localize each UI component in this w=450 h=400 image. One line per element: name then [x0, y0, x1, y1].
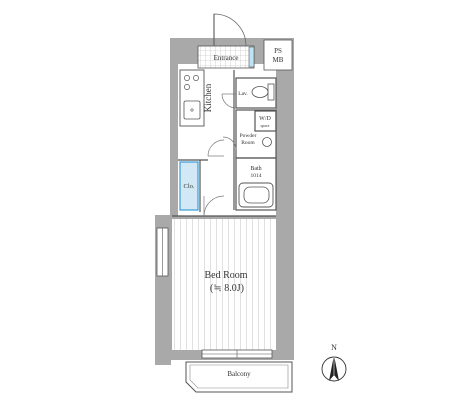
- entrance-area: [197, 13, 255, 69]
- balcony: [185, 361, 293, 393]
- powder-label-line2: Room: [241, 140, 255, 146]
- balcony-door: [201, 349, 273, 359]
- wd-sub-label: space: [261, 123, 270, 128]
- kitchen-counter: [179, 69, 205, 127]
- bath-label: Bath: [250, 166, 261, 172]
- mb-label: MB: [273, 56, 284, 64]
- balcony-label: Balcony: [227, 370, 251, 378]
- wd-label: W/D: [259, 116, 271, 122]
- toilet: [251, 83, 275, 101]
- closet-label: Clo.: [183, 183, 194, 190]
- lav-label: Lav.: [238, 91, 248, 97]
- washbasin: [262, 137, 272, 147]
- bathtub: [238, 182, 274, 208]
- north-arrow-icon: [321, 355, 347, 382]
- ps-label: PS: [274, 47, 282, 55]
- door-swings: [203, 93, 237, 217]
- north-label: N: [331, 343, 337, 352]
- powder-label-line1: Powder: [240, 133, 257, 139]
- interior-walls: [172, 70, 277, 217]
- kitchen-label: Kitchen: [203, 83, 213, 112]
- entrance-label: Entrance: [214, 54, 239, 62]
- closet: [179, 161, 199, 211]
- bath-size-label: 1014: [251, 173, 262, 179]
- side-window: [156, 227, 169, 277]
- bedroom-size-label: (≒ 8.0J): [210, 283, 244, 294]
- bedroom-label: Bed Room: [204, 270, 247, 281]
